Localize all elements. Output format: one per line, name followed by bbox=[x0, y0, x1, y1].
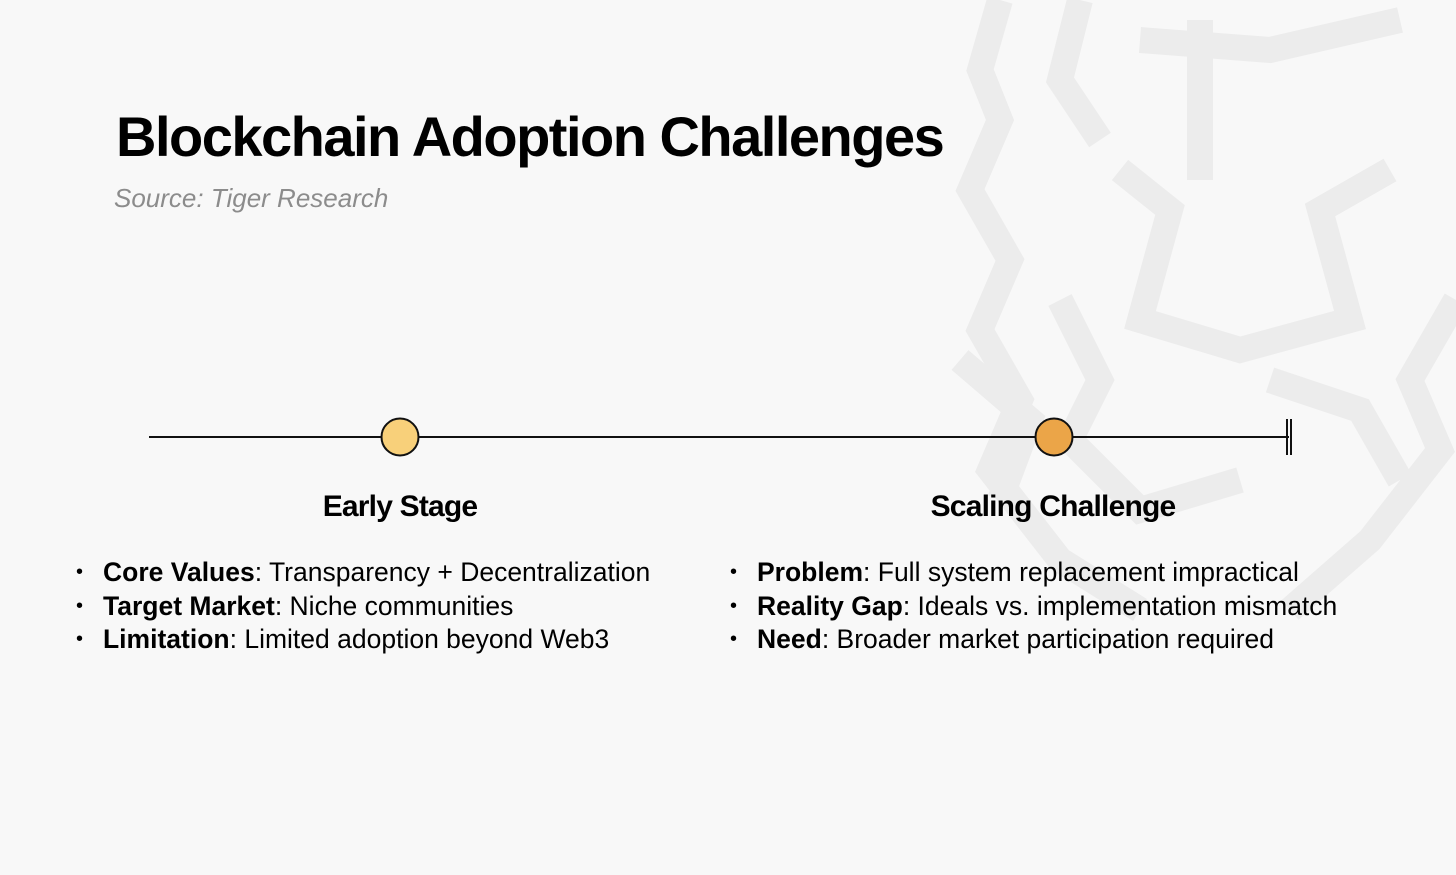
scaling-challenge-node bbox=[1034, 417, 1074, 457]
timeline bbox=[149, 417, 1292, 457]
item-key: Core Values bbox=[103, 557, 255, 587]
scaling-challenge-list: • Problem: Full system replacement impra… bbox=[730, 556, 1337, 657]
early-stage-title: Early Stage bbox=[322, 490, 478, 523]
item-value: : Full system replacement impractical bbox=[863, 557, 1299, 587]
item-value: : Transparency + Decentralization bbox=[254, 557, 651, 587]
list-item: • Problem: Full system replacement impra… bbox=[730, 556, 1337, 590]
list-item: • Reality Gap: Ideals vs. implementation… bbox=[730, 590, 1337, 624]
bullet-icon: • bbox=[730, 561, 738, 583]
list-item: • Target Market: Niche communities bbox=[76, 590, 650, 624]
list-item: • Need: Broader market participation req… bbox=[730, 623, 1337, 657]
bullet-icon: • bbox=[76, 594, 84, 617]
early-stage-node bbox=[380, 417, 420, 457]
early-stage-list: • Core Values: Transparency + Decentrali… bbox=[76, 556, 650, 657]
item-value: : Limited adoption beyond Web3 bbox=[229, 624, 610, 654]
list-item: • Limitation: Limited adoption beyond We… bbox=[76, 623, 650, 657]
list-item: • Core Values: Transparency + Decentrali… bbox=[76, 556, 650, 590]
bullet-icon: • bbox=[730, 594, 738, 617]
scaling-challenge-title: Scaling Challenge bbox=[930, 490, 1177, 523]
bullet-icon: • bbox=[730, 628, 738, 650]
tiger-logo-watermark bbox=[951, 0, 1456, 622]
item-key: Limitation bbox=[103, 624, 230, 654]
item-value: : Ideals vs. implementation mismatch bbox=[902, 590, 1338, 621]
source-caption: Source: Tiger Research bbox=[114, 183, 389, 213]
item-key: Target Market bbox=[103, 590, 275, 621]
bullet-icon: • bbox=[76, 628, 84, 650]
item-value: : Broader market participation required bbox=[821, 624, 1275, 654]
bullet-icon: • bbox=[76, 561, 84, 583]
item-key: Need bbox=[757, 624, 822, 654]
item-key: Reality Gap bbox=[757, 590, 903, 621]
item-value: : Niche communities bbox=[274, 590, 514, 621]
page-title: Blockchain Adoption Challenges bbox=[116, 105, 945, 168]
item-key: Problem bbox=[757, 557, 864, 587]
